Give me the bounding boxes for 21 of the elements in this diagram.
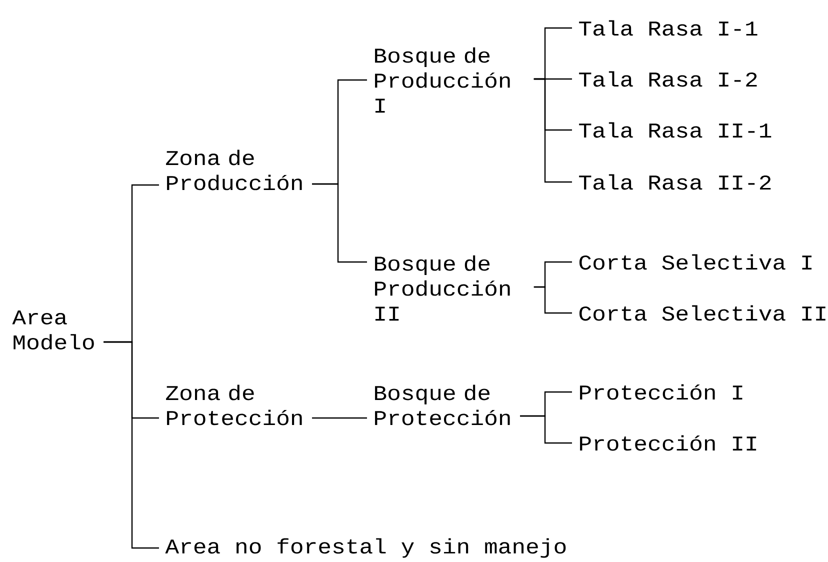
connector-line (104, 341, 159, 549)
branch-label: Bosque de Producción II (375, 255, 510, 321)
connector-line (534, 78, 572, 183)
branch-label: Bosque de Protección (375, 384, 510, 426)
connector-line (312, 183, 367, 263)
leaf-label: Tala Rasa II-2 (579, 174, 771, 190)
leaf-label: Area no forestal y sin manejo (165, 538, 566, 558)
leaf-label: Tala Rasa I-2 (579, 71, 757, 87)
root-label: Area Modelo (12, 310, 94, 350)
connector-line (520, 415, 572, 444)
connector-line (312, 417, 367, 419)
branch-label: Bosque de Producción I (375, 47, 510, 113)
branch-label: Zona de Producción (166, 150, 302, 190)
leaf-label: Corta Selectiva I (579, 254, 812, 270)
connector-line (534, 286, 572, 314)
leaf-label: Protección II (580, 435, 756, 451)
leaf-label: Protección I (580, 384, 742, 400)
leaf-label: Corta Selectiva II (579, 305, 826, 321)
leaf-label: Tala Rasa I-1 (579, 20, 758, 36)
leaf-label: Tala Rasa II-1 (579, 122, 772, 138)
branch-label: Zona de Protección (166, 384, 302, 426)
